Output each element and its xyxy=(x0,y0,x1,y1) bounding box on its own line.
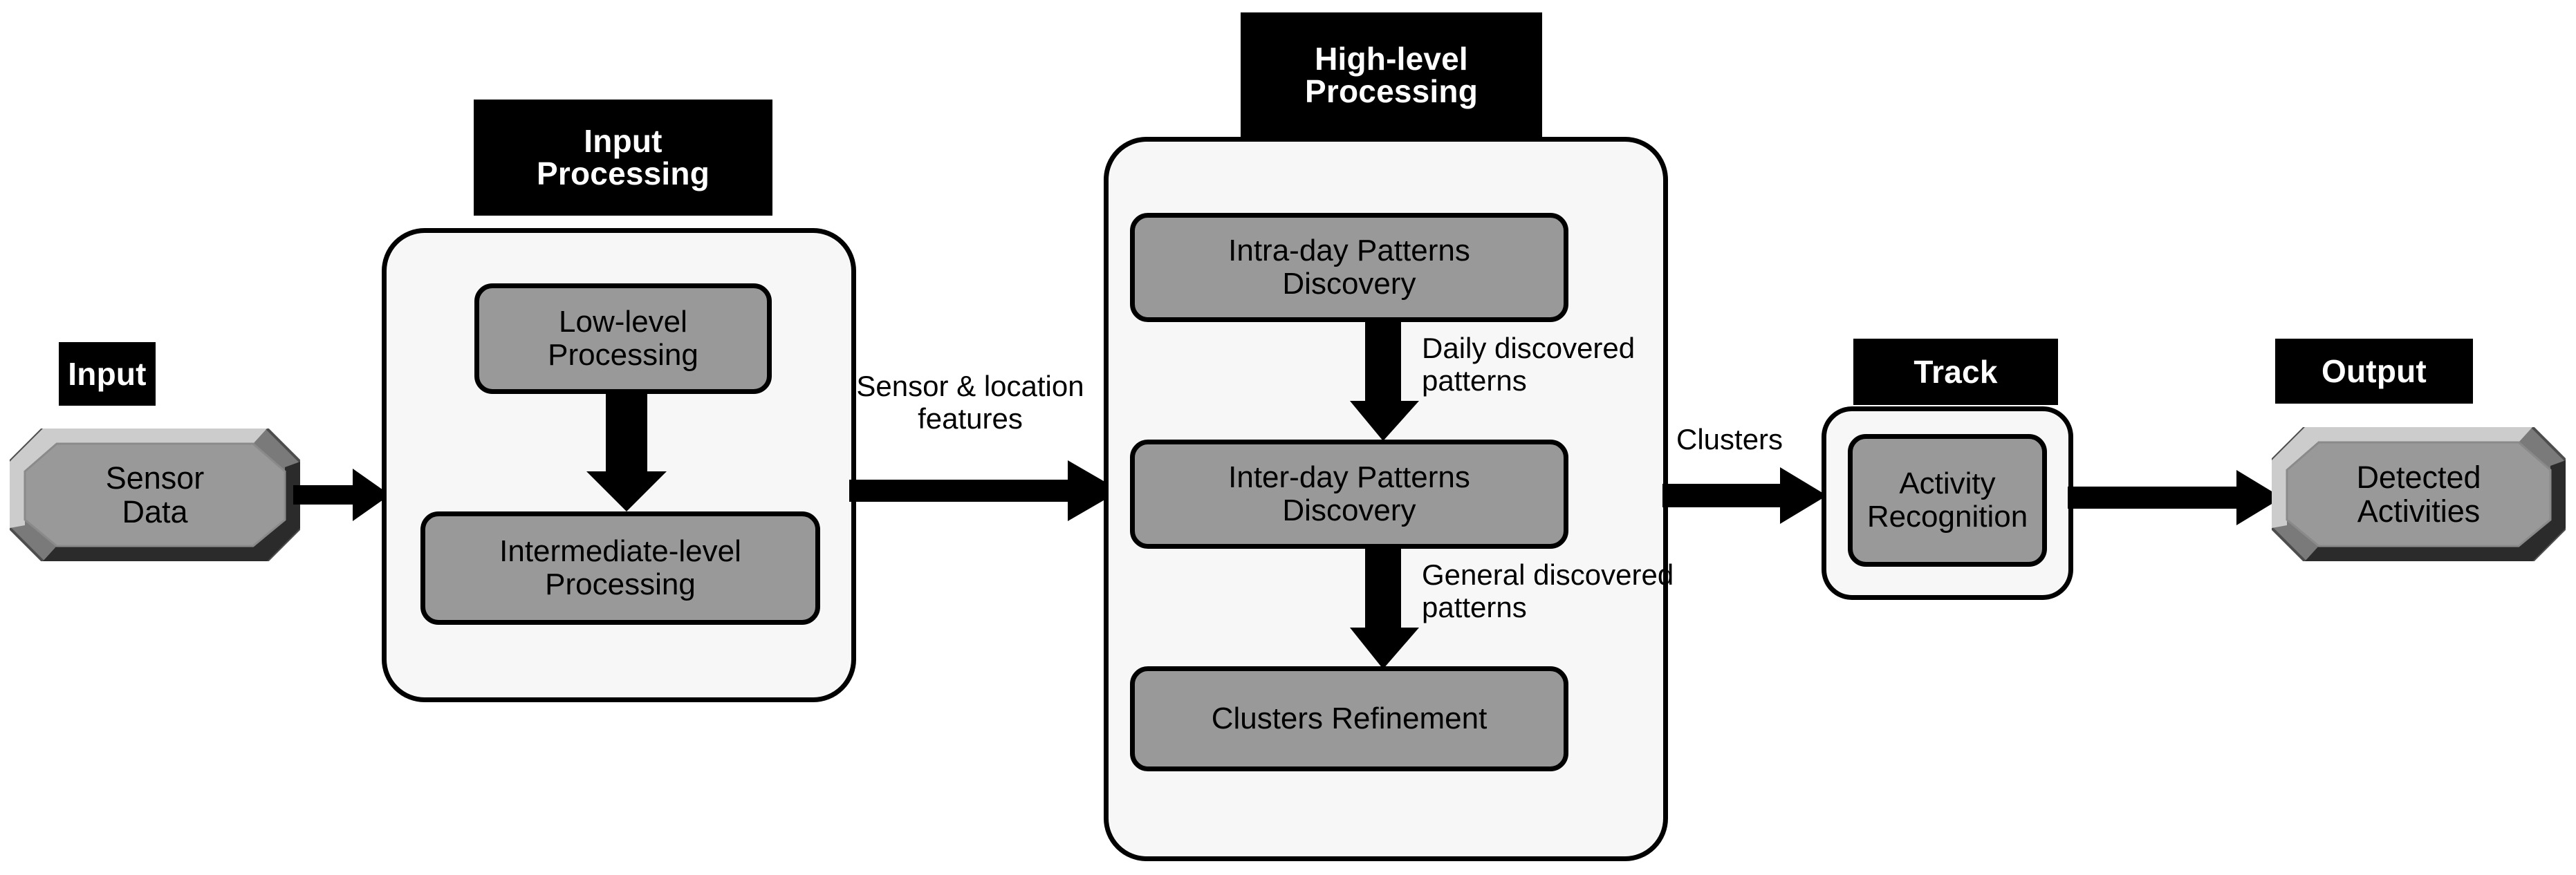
node-intra-day-patterns-discovery[interactable]: Intra-day Patterns Discovery xyxy=(1130,213,1568,322)
section-label-output: Output xyxy=(2275,339,2473,404)
section-label-input: Input xyxy=(59,342,156,406)
node-sensor-data[interactable]: Sensor Data xyxy=(10,429,300,561)
octagon-shape xyxy=(10,429,300,561)
arrow-sensor-to-input-processing xyxy=(293,464,390,525)
node-detected-activities[interactable]: Detected Activities xyxy=(2272,427,2566,561)
arrow-input-processing-to-high-level xyxy=(849,456,1120,525)
arrow-inter-day-to-clusters-refinement xyxy=(1350,549,1419,669)
node-clusters-refinement[interactable]: Clusters Refinement xyxy=(1130,666,1568,771)
node-inter-day-patterns-discovery[interactable]: Inter-day Patterns Discovery xyxy=(1130,440,1568,549)
section-label-track: Track xyxy=(1853,339,2058,405)
edge-label-daily-discovered-patterns: Daily discovered patterns xyxy=(1422,332,1636,397)
section-label-input-processing: Input Processing xyxy=(474,100,772,216)
edge-label-clusters: Clusters xyxy=(1676,423,1783,455)
arrow-track-to-output xyxy=(2068,469,2282,527)
node-low-level-processing[interactable]: Low-level Processing xyxy=(474,283,772,394)
arrow-low-to-intermediate xyxy=(586,394,667,511)
edge-label-sensor-location-features: Sensor & location features xyxy=(856,370,1084,435)
arrow-intra-to-inter-day xyxy=(1350,322,1419,441)
arrow-high-level-to-track xyxy=(1662,464,1827,527)
section-label-high-level-processing: High-level Processing xyxy=(1241,12,1542,138)
edge-label-general-discovered-patterns: General discovered patterns xyxy=(1422,558,1674,624)
octagon-shape xyxy=(2272,427,2566,561)
node-intermediate-level-processing[interactable]: Intermediate-level Processing xyxy=(420,511,820,625)
node-activity-recognition[interactable]: Activity Recognition xyxy=(1848,434,2047,567)
